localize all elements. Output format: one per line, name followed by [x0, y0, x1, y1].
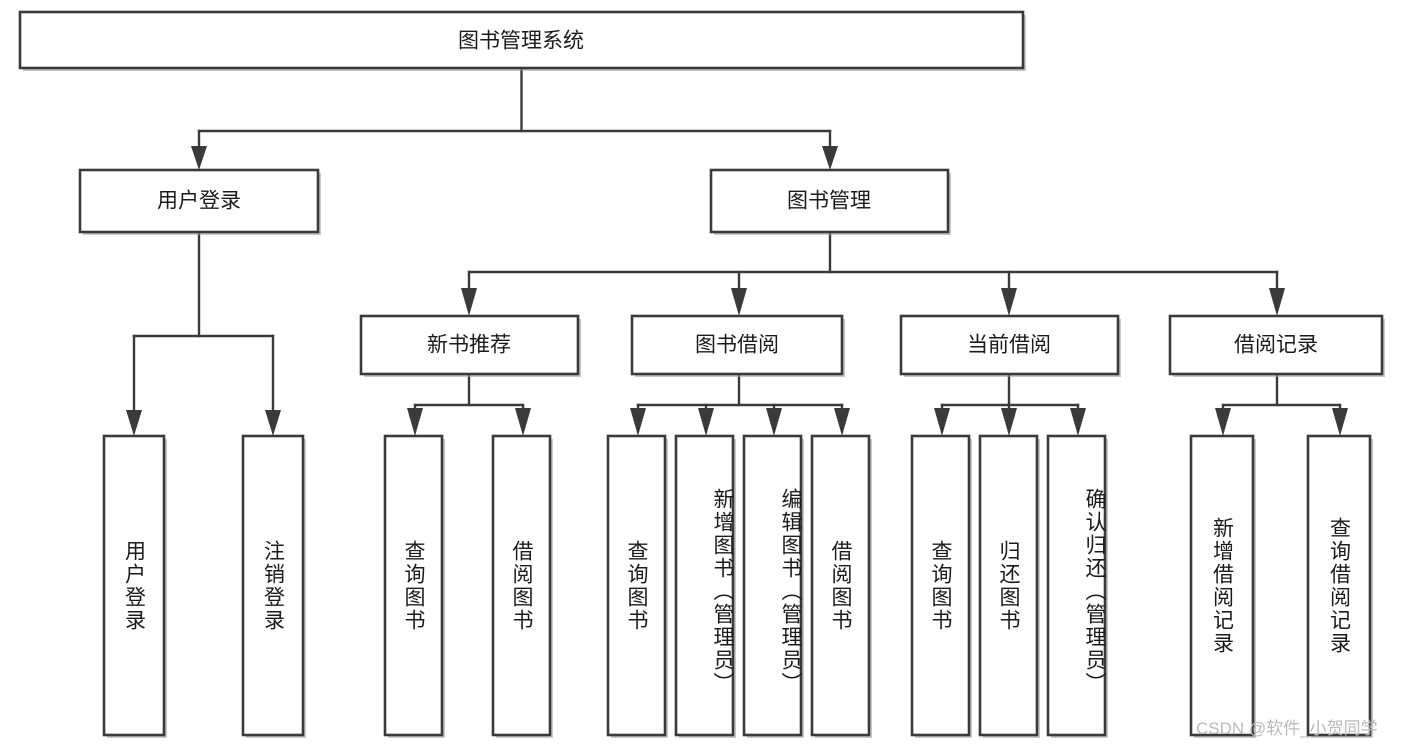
arrow-head-leaf-query-book-3: [934, 408, 950, 436]
node-leaf-borrow-book-2-box[interactable]: [810, 434, 871, 737]
node-borrow-record-label: 借阅记录: [1234, 334, 1318, 357]
node-new-book-rec-box[interactable]: [359, 314, 580, 376]
node-user-login-label: 用户登录: [157, 190, 241, 213]
arrow-head-new-book-rec: [461, 288, 477, 316]
node-leaf-query-book-2-box[interactable]: [606, 434, 667, 737]
node-leaf-confirm-return-box[interactable]: [1046, 434, 1107, 737]
node-leaf-edit-book-box[interactable]: [742, 434, 803, 737]
arrow-head-book-borrow: [731, 288, 747, 316]
arrow-head-borrow-record: [1269, 288, 1285, 316]
arrow-head-leaf-add-record: [1215, 408, 1231, 436]
node-leaf-borrow-book-1-box[interactable]: [491, 434, 552, 737]
node-leaf-logout-box[interactable]: [241, 434, 305, 737]
node-box-layer: [18, 10, 1384, 737]
node-leaf-query-book-1-box[interactable]: [383, 434, 444, 737]
arrow-head-leaf-confirm-return: [1070, 408, 1086, 436]
arrow-head-leaf-borrow-book-1: [515, 408, 531, 436]
arrow-head-current-borrow: [1001, 288, 1017, 316]
node-leaf-add-record-box[interactable]: [1189, 434, 1255, 737]
node-borrow-record-box[interactable]: [1168, 314, 1384, 376]
node-leaf-add-book-box[interactable]: [674, 434, 735, 737]
node-leaf-user-login-box[interactable]: [102, 434, 166, 737]
connector-layer: [126, 66, 1348, 436]
node-current-borrow-label: 当前借阅: [967, 334, 1051, 357]
horizontal-label-layer: 图书管理系统 用户登录 图书管理 新书推荐 图书借阅 当前借阅 借阅记录: [157, 30, 1318, 357]
arrow-head-leaf-borrow-book-2: [834, 408, 850, 436]
node-current-borrow-box[interactable]: [899, 314, 1120, 376]
arrow-head-leaf-query-record: [1332, 408, 1348, 436]
node-book-borrow-box[interactable]: [630, 314, 844, 376]
arrow-head-user-login: [191, 146, 207, 170]
arrow-head-leaf-query-book-2: [630, 408, 646, 436]
node-leaf-return-book-box[interactable]: [978, 434, 1039, 737]
node-book-manage-box[interactable]: [709, 168, 950, 234]
arrow-head-book-manage: [822, 146, 838, 170]
node-leaf-query-book-3-box[interactable]: [910, 434, 971, 737]
node-leaf-query-record-box[interactable]: [1306, 434, 1372, 737]
arrow-head-leaf-query-book-1: [407, 408, 423, 436]
node-book-borrow-label: 图书借阅: [695, 334, 779, 357]
node-root-label: 图书管理系统: [458, 30, 584, 53]
arrow-head-leaf-add-book: [698, 408, 714, 436]
node-user-login-box[interactable]: [78, 168, 320, 234]
arrow-head-leaf-edit-book: [766, 408, 782, 436]
arrow-head-leaf-return-book: [1001, 408, 1017, 436]
node-new-book-rec-label: 新书推荐: [427, 334, 511, 357]
arrow-head-leaf-logout: [265, 410, 281, 436]
arrow-head-leaf-user-login: [126, 410, 142, 436]
csdn-watermark: CSDN @软件_小贺同学: [1196, 719, 1378, 738]
node-root-box[interactable]: [18, 10, 1025, 70]
node-book-manage-label: 图书管理: [787, 190, 871, 213]
